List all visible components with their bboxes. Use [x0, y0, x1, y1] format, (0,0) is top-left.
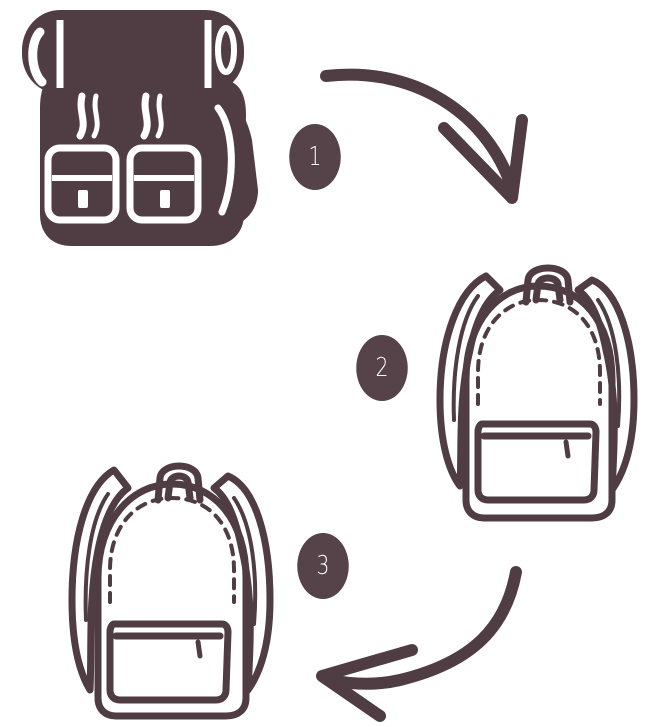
step-3-badge: 3: [297, 533, 348, 599]
step-2-badge: 2: [356, 335, 407, 401]
step-1-badge: 1: [289, 124, 340, 190]
step-3-number: 3: [317, 551, 330, 581]
step-1-number: 1: [309, 142, 322, 172]
step-2-number: 2: [376, 353, 389, 383]
